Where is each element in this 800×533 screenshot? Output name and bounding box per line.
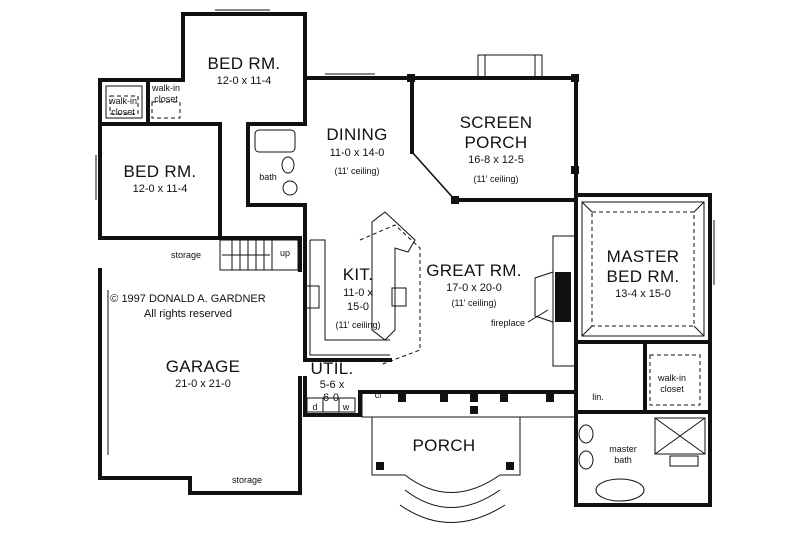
master-line1: MASTER — [607, 247, 680, 266]
kit-dims1: 11-0 x — [343, 287, 373, 299]
front-porch — [361, 391, 577, 523]
walkin2-line1: walk-in — [151, 83, 180, 93]
dishwasher-label: d — [312, 402, 317, 412]
screen-porch-dims: 16-8 x 12-5 — [468, 154, 524, 166]
storage-upper-label: storage — [171, 250, 201, 260]
stairs-up-label: up — [280, 248, 290, 258]
stairs — [219, 239, 299, 271]
copyright-line1: © 1997 DONALD A. GARDNER — [110, 293, 265, 305]
util-dims2: 6-0 — [323, 392, 339, 404]
master-bath-line1: master — [609, 444, 637, 454]
fireplace-label: fireplace — [491, 318, 525, 328]
master-dims: 13-4 x 15-0 — [615, 288, 671, 300]
porch-name: PORCH — [413, 436, 476, 455]
screen-porch-line2: PORCH — [465, 133, 528, 152]
great-name: GREAT RM. — [426, 261, 522, 280]
bed1-dims: 12-0 x 11-4 — [217, 75, 272, 87]
walkin1-line2: closet — [111, 107, 135, 117]
room-labels: BED RM. 12-0 x 11-4 walk-in closet walk-… — [108, 54, 686, 485]
util-name: UTIL. — [310, 359, 353, 378]
walkin1-line1: walk-in — [108, 96, 137, 106]
dining-note: (11' ceiling) — [334, 166, 379, 176]
util-dims1: 5-6 x — [320, 379, 345, 391]
kit-name: KIT. — [343, 265, 374, 284]
dining-name: DINING — [326, 125, 387, 144]
storage-lower-label: storage — [232, 475, 262, 485]
garage-dims: 21-0 x 21-0 — [175, 378, 231, 390]
walkin3-line2: closet — [660, 384, 684, 394]
screen-porch-line1: SCREEN — [460, 113, 533, 132]
garage-name: GARAGE — [166, 357, 241, 376]
kit-note: (11' ceiling) — [335, 320, 380, 330]
bed1-name: BED RM. — [208, 54, 281, 73]
bed2-name: BED RM. — [124, 162, 197, 181]
great-dims: 17-0 x 20-0 — [446, 282, 502, 294]
bath-label: bath — [259, 172, 277, 182]
bed2-dims: 12-0 x 11-4 — [133, 183, 188, 195]
walkin3-line1: walk-in — [657, 373, 686, 383]
closet-label: cl — [375, 390, 382, 400]
screen-porch-note: (11' ceiling) — [473, 174, 518, 184]
linen-label: lin. — [592, 392, 604, 402]
kit-dims2: 15-0 — [347, 301, 369, 313]
great-note: (11' ceiling) — [451, 298, 496, 308]
master-line2: BED RM. — [607, 267, 680, 286]
washer-label: w — [342, 402, 350, 412]
dining-dims: 11-0 x 14-0 — [330, 147, 385, 159]
fireplace — [534, 235, 576, 367]
master-bath-line2: bath — [614, 455, 632, 465]
walkin2-line2: closet — [154, 94, 178, 104]
interior-details — [95, 9, 715, 523]
copyright-line2: All rights reserved — [144, 308, 232, 320]
